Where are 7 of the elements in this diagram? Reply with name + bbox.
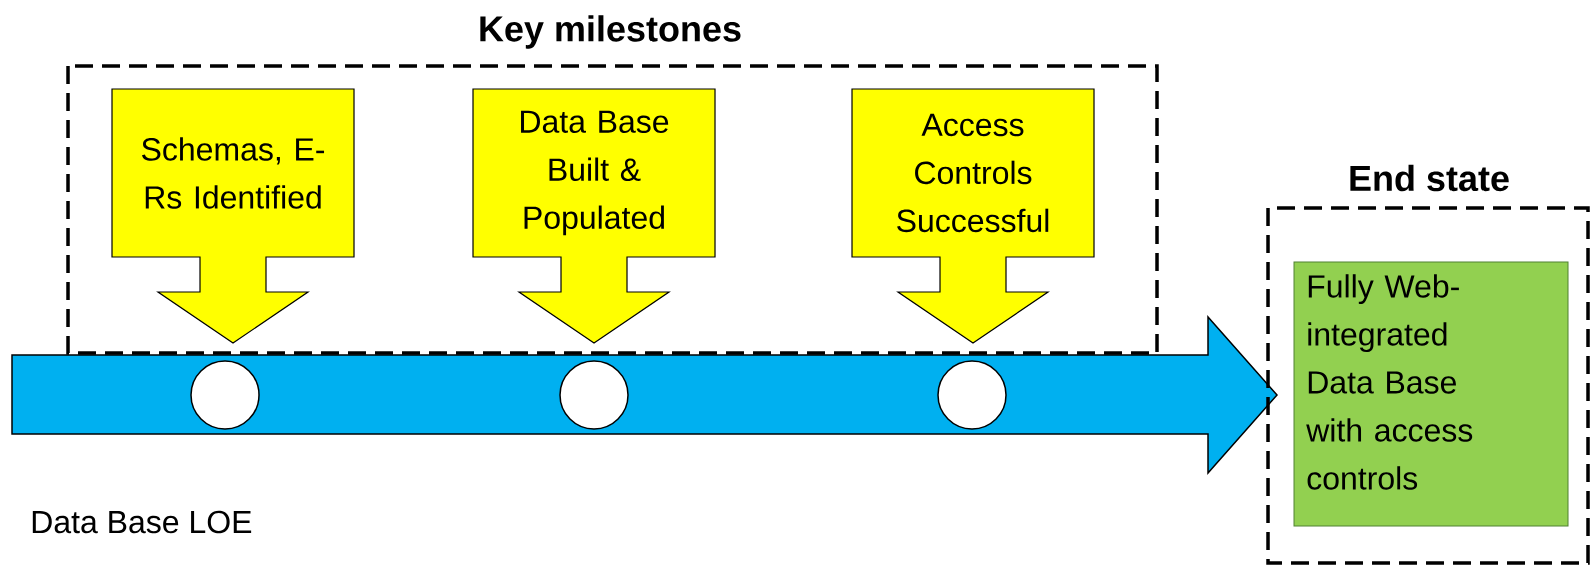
milestone-circle [190,360,260,430]
milestone-circle [937,360,1007,430]
end-state-box: Fully Web-integrated Data Base with access controls [1293,261,1569,527]
node-label: End state [1350,164,1509,192]
node-label: Data Base LOE [32,510,252,534]
node-label: Key milestones [480,15,741,49]
milestone-circle [559,360,629,430]
